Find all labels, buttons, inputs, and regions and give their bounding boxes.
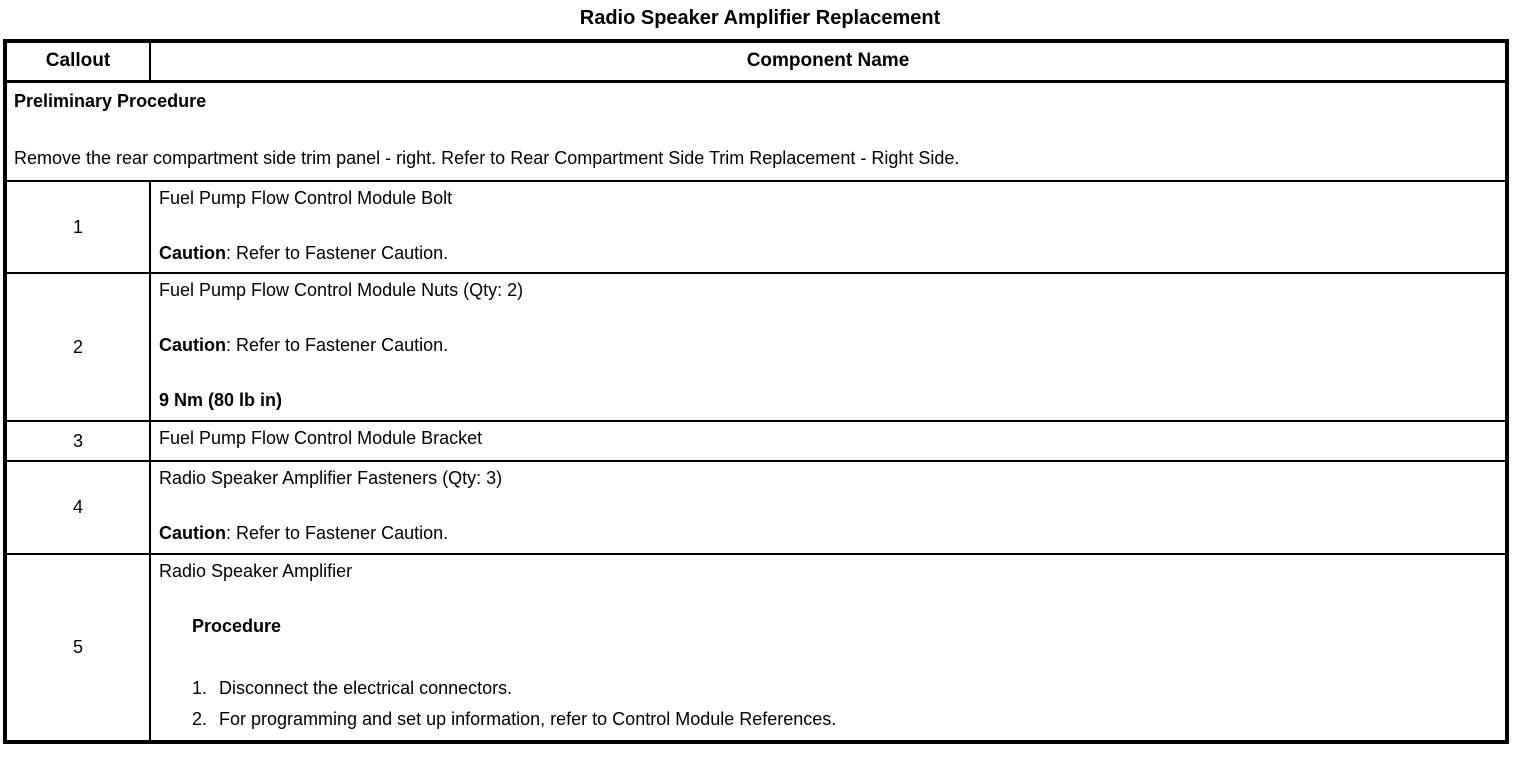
caution-label: Caution — [159, 335, 226, 355]
caution-note: Caution: Refer to Fastener Caution. — [159, 242, 1493, 265]
callout-number: 5 — [4, 553, 151, 743]
component-cell: Fuel Pump Flow Control Module Bracket — [149, 420, 1508, 462]
component-name: Radio Speaker Amplifier — [159, 561, 353, 581]
page-title: Radio Speaker Amplifier Replacement — [579, 7, 941, 29]
step-number: 2. — [192, 709, 208, 729]
caution-label: Caution — [159, 523, 226, 543]
component-name: Radio Speaker Amplifier Fasteners (Qty: … — [159, 468, 503, 488]
preliminary-procedure-heading: Preliminary Procedure — [14, 90, 207, 111]
table-row: 2 Fuel Pump Flow Control Module Nuts (Qt… — [4, 272, 1508, 422]
caution-note: Caution: Refer to Fastener Caution. — [159, 334, 1493, 357]
callout-number: 1 — [4, 180, 151, 274]
table-row: 3 Fuel Pump Flow Control Module Bracket — [4, 420, 1508, 462]
caution-text: : Refer to Fastener Caution. — [226, 335, 449, 355]
procedure-heading: Procedure — [192, 616, 282, 636]
step-text: For programming and set up information, … — [219, 709, 837, 729]
table-header-row: Callout Component Name — [4, 40, 1508, 83]
step-text: Disconnect the electrical connectors. — [219, 678, 513, 698]
component-cell: Radio Speaker Amplifier Procedure 1. Dis… — [149, 553, 1508, 743]
procedure-step: 2. For programming and set up informatio… — [159, 704, 1493, 735]
table-row: 1 Fuel Pump Flow Control Module Bolt Cau… — [4, 180, 1508, 274]
table-row: 5 Radio Speaker Amplifier Procedure 1. D… — [4, 553, 1508, 743]
component-table: Callout Component Name Preliminary Proce… — [3, 39, 1509, 744]
caution-note: Caution: Refer to Fastener Caution. — [159, 522, 1493, 545]
callout-number: 2 — [4, 272, 151, 422]
component-name: Fuel Pump Flow Control Module Bolt — [159, 188, 453, 208]
component-name: Fuel Pump Flow Control Module Bracket — [159, 428, 483, 448]
component-cell: Radio Speaker Amplifier Fasteners (Qty: … — [149, 460, 1508, 555]
component-cell: Fuel Pump Flow Control Module Bolt Cauti… — [149, 180, 1508, 274]
component-cell: Fuel Pump Flow Control Module Nuts (Qty:… — [149, 272, 1508, 422]
callout-number: 4 — [4, 460, 151, 555]
preliminary-procedure-text: Remove the rear compartment side trim pa… — [14, 147, 960, 168]
torque-spec: 9 Nm (80 lb in) — [159, 390, 283, 410]
caution-label: Caution — [159, 243, 226, 263]
component-name: Fuel Pump Flow Control Module Nuts (Qty:… — [159, 280, 524, 300]
procedure-steps: 1. Disconnect the electrical connectors.… — [159, 673, 1493, 735]
component-name-column-header: Component Name — [149, 40, 1508, 83]
callout-column-header: Callout — [4, 40, 151, 83]
callout-number: 3 — [4, 420, 151, 462]
table-row: 4 Radio Speaker Amplifier Fasteners (Qty… — [4, 460, 1508, 555]
preliminary-procedure-cell: Preliminary Procedure Remove the rear co… — [4, 80, 1508, 182]
procedure-step: 1. Disconnect the electrical connectors. — [159, 673, 1493, 704]
caution-text: : Refer to Fastener Caution. — [226, 243, 449, 263]
caution-text: : Refer to Fastener Caution. — [226, 523, 449, 543]
preliminary-procedure-row: Preliminary Procedure Remove the rear co… — [4, 80, 1508, 182]
step-number: 1. — [192, 678, 208, 698]
